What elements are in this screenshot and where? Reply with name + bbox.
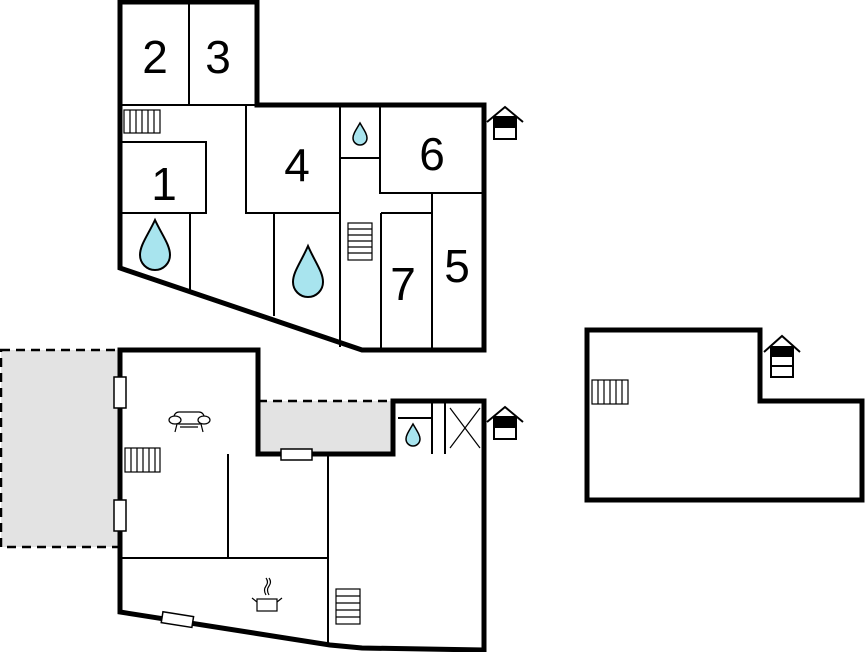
bathroom-droplet-icon [352, 122, 368, 146]
sofa-icon [168, 411, 211, 433]
house-entrance-icon [486, 106, 524, 140]
stairs-icon [347, 222, 373, 261]
stairs-icon [335, 588, 361, 625]
upper-floor: 2 3 1 4 6 7 5 [117, 0, 524, 353]
closet-x-icon [449, 407, 481, 449]
stairs-icon [124, 447, 161, 473]
bathroom-droplet-icon [291, 243, 325, 298]
bathroom-droplet-icon [138, 217, 172, 271]
bathroom-droplet-icon [405, 423, 421, 447]
room-label-5: 5 [444, 240, 470, 292]
terrace-top [258, 401, 393, 454]
ground-floor [0, 347, 524, 652]
window-icon [113, 376, 127, 409]
stairs-icon [591, 379, 629, 405]
stairs-icon [123, 109, 161, 134]
house-entrance-icon [486, 406, 524, 440]
annex-floor [584, 327, 865, 503]
room-label-4: 4 [284, 139, 310, 191]
window-icon [113, 499, 127, 532]
room-label-7: 7 [390, 258, 416, 310]
terrace-left [0, 348, 122, 549]
room-label-2: 2 [142, 31, 168, 83]
house-entrance-icon [763, 334, 801, 378]
window-icon [280, 448, 313, 461]
room-label-6: 6 [419, 128, 445, 180]
room-label-3: 3 [205, 31, 231, 83]
room-label-1: 1 [151, 158, 177, 210]
window-icon [160, 610, 195, 629]
cooking-pot-icon [251, 577, 283, 612]
